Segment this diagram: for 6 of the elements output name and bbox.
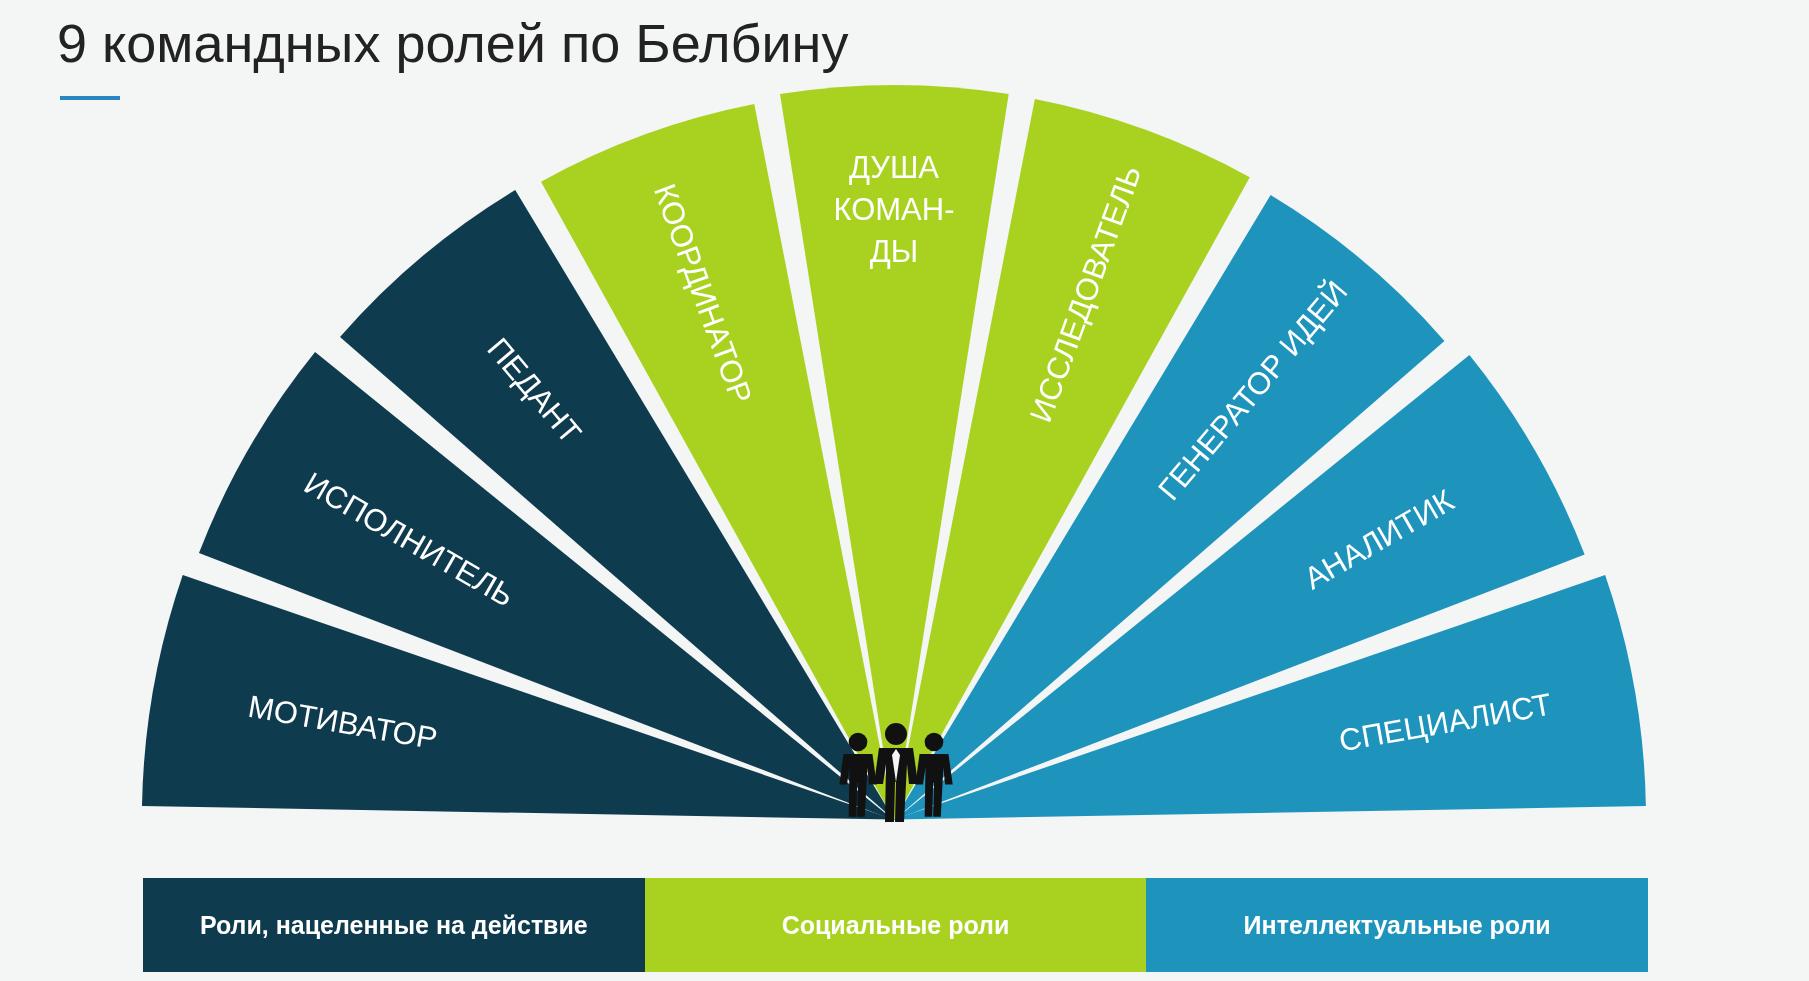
legend-label: Интеллектуальные роли [1243, 910, 1551, 940]
role-label: ДУША КОМАН- ДЫ [832, 149, 956, 271]
legend-label: Социальные роли [781, 910, 1010, 940]
legend-label: Роли, нацеленные на действие [199, 910, 588, 940]
role-label: МОТИВАТОР [245, 688, 441, 758]
title: 9 командных ролей по Белбину [57, 12, 849, 74]
